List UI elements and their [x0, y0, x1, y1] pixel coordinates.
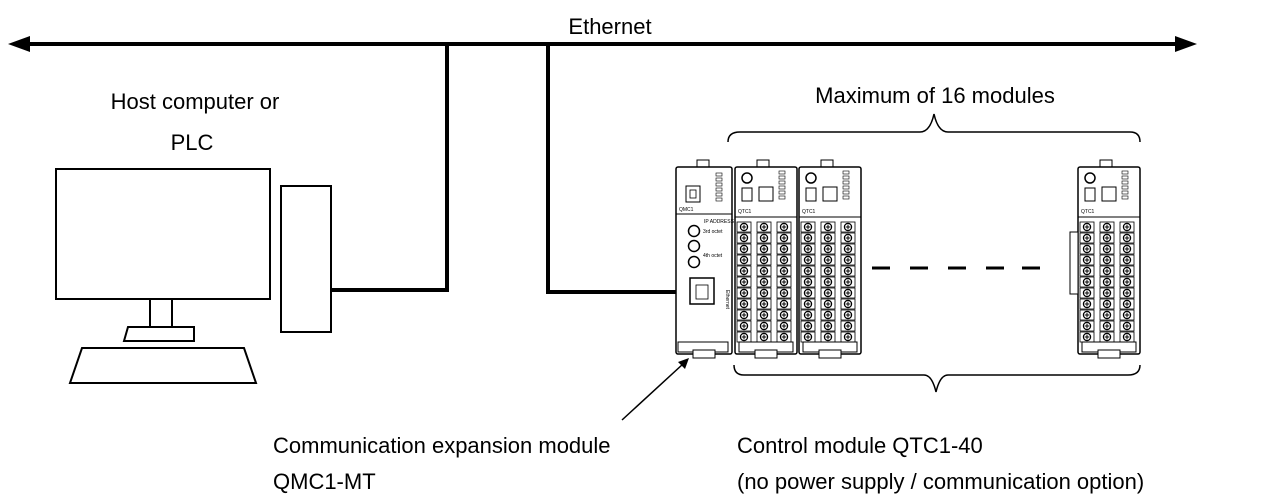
host-label-line2: PLC: [171, 130, 214, 155]
monitor-stand: [122, 326, 195, 342]
ethernet-bus: [8, 36, 1197, 52]
control-module-3: QTC1: [1077, 159, 1141, 359]
comm-ip-label: IP ADDRESS: [704, 219, 735, 225]
control-module-panel-model: QTC1: [738, 209, 752, 215]
control-module-2: QTC1: [798, 159, 862, 359]
control-module-1: QTC1: [734, 159, 798, 359]
bottom-brace: [733, 364, 1141, 393]
control-module-dial: [1084, 172, 1096, 184]
comm-octet4-label: 4th octet: [703, 253, 723, 259]
control-module-dial: [741, 172, 753, 184]
keyboard: [68, 347, 258, 384]
control-module-panel-model: QTC1: [802, 209, 816, 215]
module-cable: [546, 44, 700, 294]
comm-panel-model: QMC1: [679, 207, 694, 213]
host-label-line1: Host computer or: [111, 89, 280, 114]
comm-module-label-line2: QMC1-MT: [273, 469, 376, 494]
comm-module-pointer: [621, 358, 689, 421]
control-module-label-line2: (no power supply / communication option): [737, 469, 1144, 494]
comm-octet3-label: 3rd octet: [703, 229, 723, 235]
comm-expansion-module: QMC1 IP ADDRESS 3rd octet 4th octet Ethe…: [675, 159, 735, 359]
rotary-switch-2: [687, 239, 701, 253]
comm-leds: [715, 172, 723, 202]
rotary-switch-3: [687, 255, 701, 269]
comm-module-label-line1: Communication expansion module: [273, 433, 611, 458]
host-cable: [332, 44, 449, 292]
monitor: [55, 168, 271, 300]
control-module-label-line1: Control module QTC1-40: [737, 433, 983, 458]
tower-case: [280, 185, 332, 333]
monitor-neck: [149, 298, 173, 328]
control-module-panel-model: QTC1: [1081, 209, 1095, 215]
rotary-switch-1: [687, 224, 701, 238]
control-module-dial: [805, 172, 817, 184]
host-computer: [55, 168, 332, 384]
max-modules-label: Maximum of 16 modules: [815, 83, 1055, 108]
comm-port-label: Ethernet: [724, 290, 730, 310]
top-brace: [727, 113, 1141, 143]
control-modules: QTC1 QTC1 QTC1: [734, 159, 1141, 359]
ethernet-label: Ethernet: [568, 14, 651, 39]
side-connector-cover: [1069, 231, 1079, 295]
